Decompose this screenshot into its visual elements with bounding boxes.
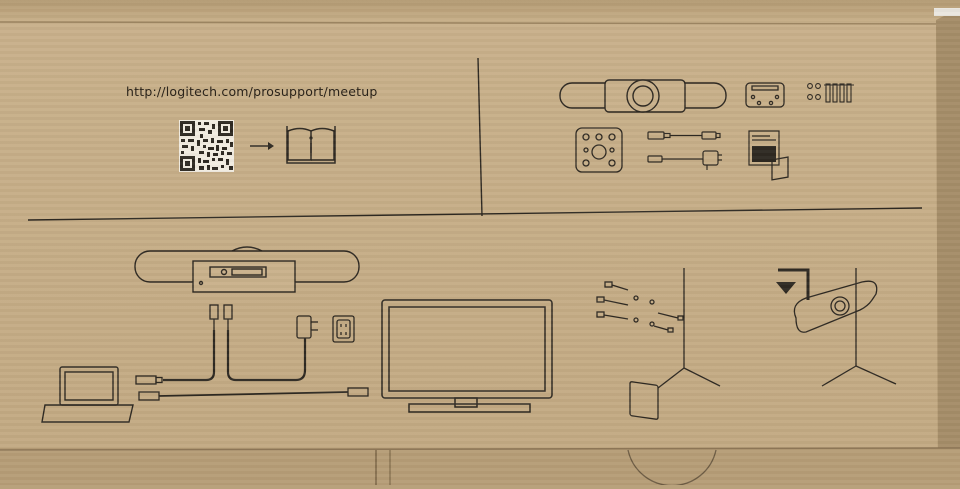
qr-code <box>179 120 234 172</box>
horizontal-divider <box>27 207 923 221</box>
display-monitor-icon <box>381 299 553 413</box>
power-plug-icon <box>296 315 318 339</box>
arrow-right-icon <box>250 142 274 150</box>
vertical-divider <box>477 57 483 217</box>
screws-icon <box>807 83 854 103</box>
documentation-icon <box>748 130 780 166</box>
wall-mount-camera-illustration <box>771 156 897 387</box>
support-url: http://logitech.com/prosupport/meetup <box>126 84 378 99</box>
mount-bracket-icon <box>745 82 785 108</box>
wall-outlet-icon <box>332 315 355 343</box>
meetup-camera-icon <box>559 79 727 113</box>
camera-cable-plugs <box>209 304 233 330</box>
usb-cable-icon <box>647 131 721 140</box>
info-book-icon <box>286 126 336 164</box>
meetup-camera-bar <box>134 246 360 293</box>
power-cable-connection <box>226 330 307 382</box>
hdmi-cable-connection <box>138 387 369 401</box>
power-adapter-icon <box>647 150 722 170</box>
usb-cable-connection <box>135 330 216 385</box>
remote-control-icon <box>575 127 623 173</box>
laptop-icon <box>41 366 134 423</box>
wall-mount-screws-illustration <box>596 268 721 420</box>
